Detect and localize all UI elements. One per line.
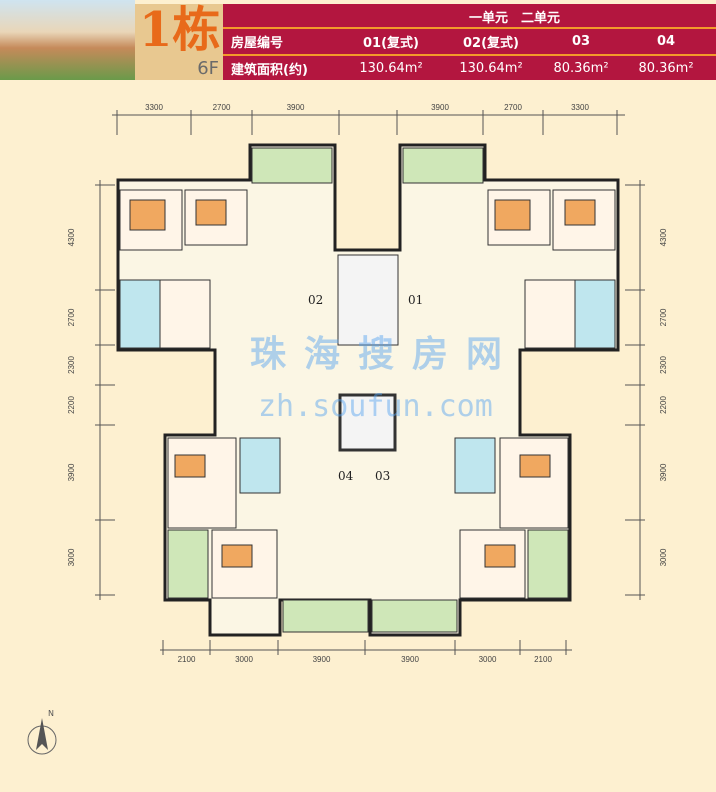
building-number: 1栋 [139,4,221,58]
dimension-label: 3900 [313,655,331,664]
dimension-label: 3000 [235,655,253,664]
units-header: 一单元 二单元 [468,10,560,26]
dimension-label: 3900 [287,103,305,112]
dimension-label: 3900 [659,463,668,481]
unit-id: 02(复式) [463,35,519,51]
unit-area: 80.36m² [553,60,609,76]
building-badge: 1栋 6F [135,4,223,80]
unit-info-table: 一单元 二单元 房屋编号 01(复式) 02(复式) 03 04 建筑面积(约)… [223,4,716,80]
dimension-label: 2100 [178,655,196,664]
dimension-label: 3900 [67,463,76,481]
dimension-label: 2200 [659,396,668,414]
dimension-label: 4300 [659,228,668,246]
unit-id: 01(复式) [363,35,419,51]
dimension-label: 2100 [534,655,552,664]
building-outline [116,143,620,637]
dimension-label: 2300 [659,356,668,374]
dimension-label: 2200 [67,396,76,414]
dimension-label: 3000 [67,548,76,566]
unit-id: 04 [656,33,676,49]
dimension-label: 2700 [659,308,668,326]
building-photo [0,0,135,80]
svg-text:N: N [48,709,54,718]
unit-label: 04 [338,469,354,483]
unit-label: 03 [375,469,390,483]
floor-count: 6F [197,58,219,79]
watermark-cn: 珠海搜房网 [250,334,521,375]
dimension-label: 3000 [479,655,497,664]
unit-label: 01 [408,293,423,307]
dimension-label: 3900 [401,655,419,664]
north-arrow-icon: N [27,709,57,755]
rooms [119,147,616,633]
unit-id: 03 [571,33,591,49]
row-label-area: 建筑面积(约) [231,62,308,78]
dimension-label: 2300 [67,356,76,374]
watermark-url: zh.soufun.com [258,389,493,424]
dimension-label: 2700 [213,103,231,112]
unit-area: 80.36m² [638,60,694,76]
dimension-label: 2700 [67,308,76,326]
dimension-label: 3900 [431,103,449,112]
dimension-label: 2700 [504,103,522,112]
dimension-label: 3300 [571,103,589,112]
unit-area: 130.64m² [459,60,523,76]
unit-label: 02 [308,293,323,307]
dimension-label: 3300 [145,103,163,112]
dimension-label: 3000 [659,548,668,566]
row-label-number: 房屋编号 [231,35,284,51]
unit-area: 130.64m² [359,60,423,76]
dimension-label: 4300 [67,228,76,246]
